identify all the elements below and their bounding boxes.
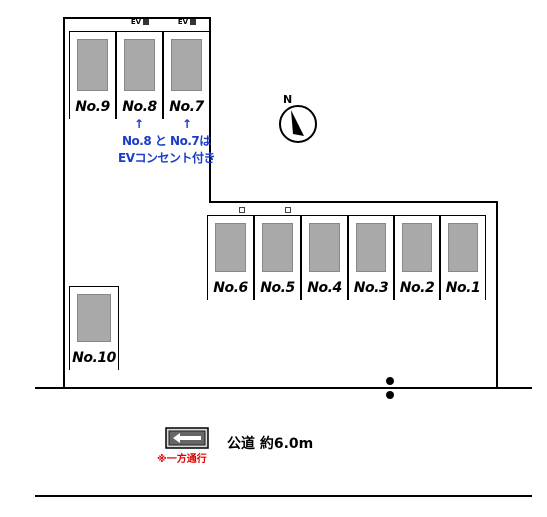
ev-outlet-icon <box>143 19 150 25</box>
parking-space-fill <box>77 294 111 342</box>
parking-space-fill <box>124 39 155 91</box>
lot-outline-left <box>63 17 65 389</box>
entrance-marker-icon <box>386 391 394 399</box>
parking-space-label: No.2 <box>399 280 435 296</box>
arrow-up-icon: ↑ <box>182 117 193 131</box>
arrow-up-icon: ↑ <box>134 117 145 131</box>
parking-space-label: No.1 <box>445 280 481 296</box>
ev-outlet-icon <box>239 207 245 213</box>
parking-space-label: No.5 <box>260 280 295 296</box>
road-edge-bottom <box>35 495 532 497</box>
parking-space-fill <box>262 223 293 272</box>
parking-space-4: No.4 <box>301 215 348 300</box>
road-label: 公道 約6.0m <box>227 436 314 452</box>
ev-note-line2: EVコンセント付き <box>118 151 216 165</box>
road-edge-top <box>35 387 532 389</box>
north-compass-icon: N <box>279 93 317 143</box>
parking-space-label: No.3 <box>353 280 389 296</box>
parking-space-fill <box>309 223 340 272</box>
ev-outlet-icon <box>285 207 291 213</box>
ev-tag-text: EV <box>177 18 189 26</box>
parking-space-fill <box>171 39 202 91</box>
parking-space-label: No.6 <box>213 280 248 296</box>
parking-space-label: No.10 <box>72 350 116 366</box>
parking-space-6: No.6 <box>207 215 254 300</box>
parking-space-2: No.2 <box>394 215 440 300</box>
parking-space-7: No.7 <box>163 31 210 119</box>
lot-outline-inner-vertical <box>209 17 211 203</box>
one-way-label: ※一方通行 <box>157 454 207 465</box>
compass-letter: N <box>283 93 292 106</box>
ev-outlet-icon <box>190 19 197 25</box>
lot-outline-top <box>63 17 211 19</box>
ev-note-line1: No.8 と No.7は <box>122 134 211 148</box>
parking-space-fill <box>402 223 432 272</box>
lot-outline-step <box>209 201 498 203</box>
parking-space-fill <box>77 39 108 91</box>
parking-space-5: No.5 <box>254 215 301 300</box>
lot-outline-right <box>496 201 498 389</box>
parking-space-fill <box>215 223 246 272</box>
one-way-left-arrow-icon <box>165 427 209 449</box>
parking-space-fill <box>448 223 478 272</box>
parking-space-label: No.4 <box>307 280 342 296</box>
parking-space-9: No.9 <box>69 31 116 119</box>
parking-space-label: No.7 <box>169 99 204 115</box>
ev-tag-text: EV <box>130 18 142 26</box>
parking-space-8: No.8 <box>116 31 163 119</box>
ev-tag-space-8: EV <box>123 18 157 27</box>
ev-tag-space-7: EV <box>170 18 204 27</box>
parking-space-label: No.9 <box>75 99 110 115</box>
parking-space-1: No.1 <box>440 215 486 300</box>
parking-space-10: No.10 <box>69 286 119 370</box>
parking-space-label: No.8 <box>122 99 157 115</box>
parking-space-fill <box>356 223 386 272</box>
parking-space-3: No.3 <box>348 215 394 300</box>
entrance-marker-icon <box>386 377 394 385</box>
